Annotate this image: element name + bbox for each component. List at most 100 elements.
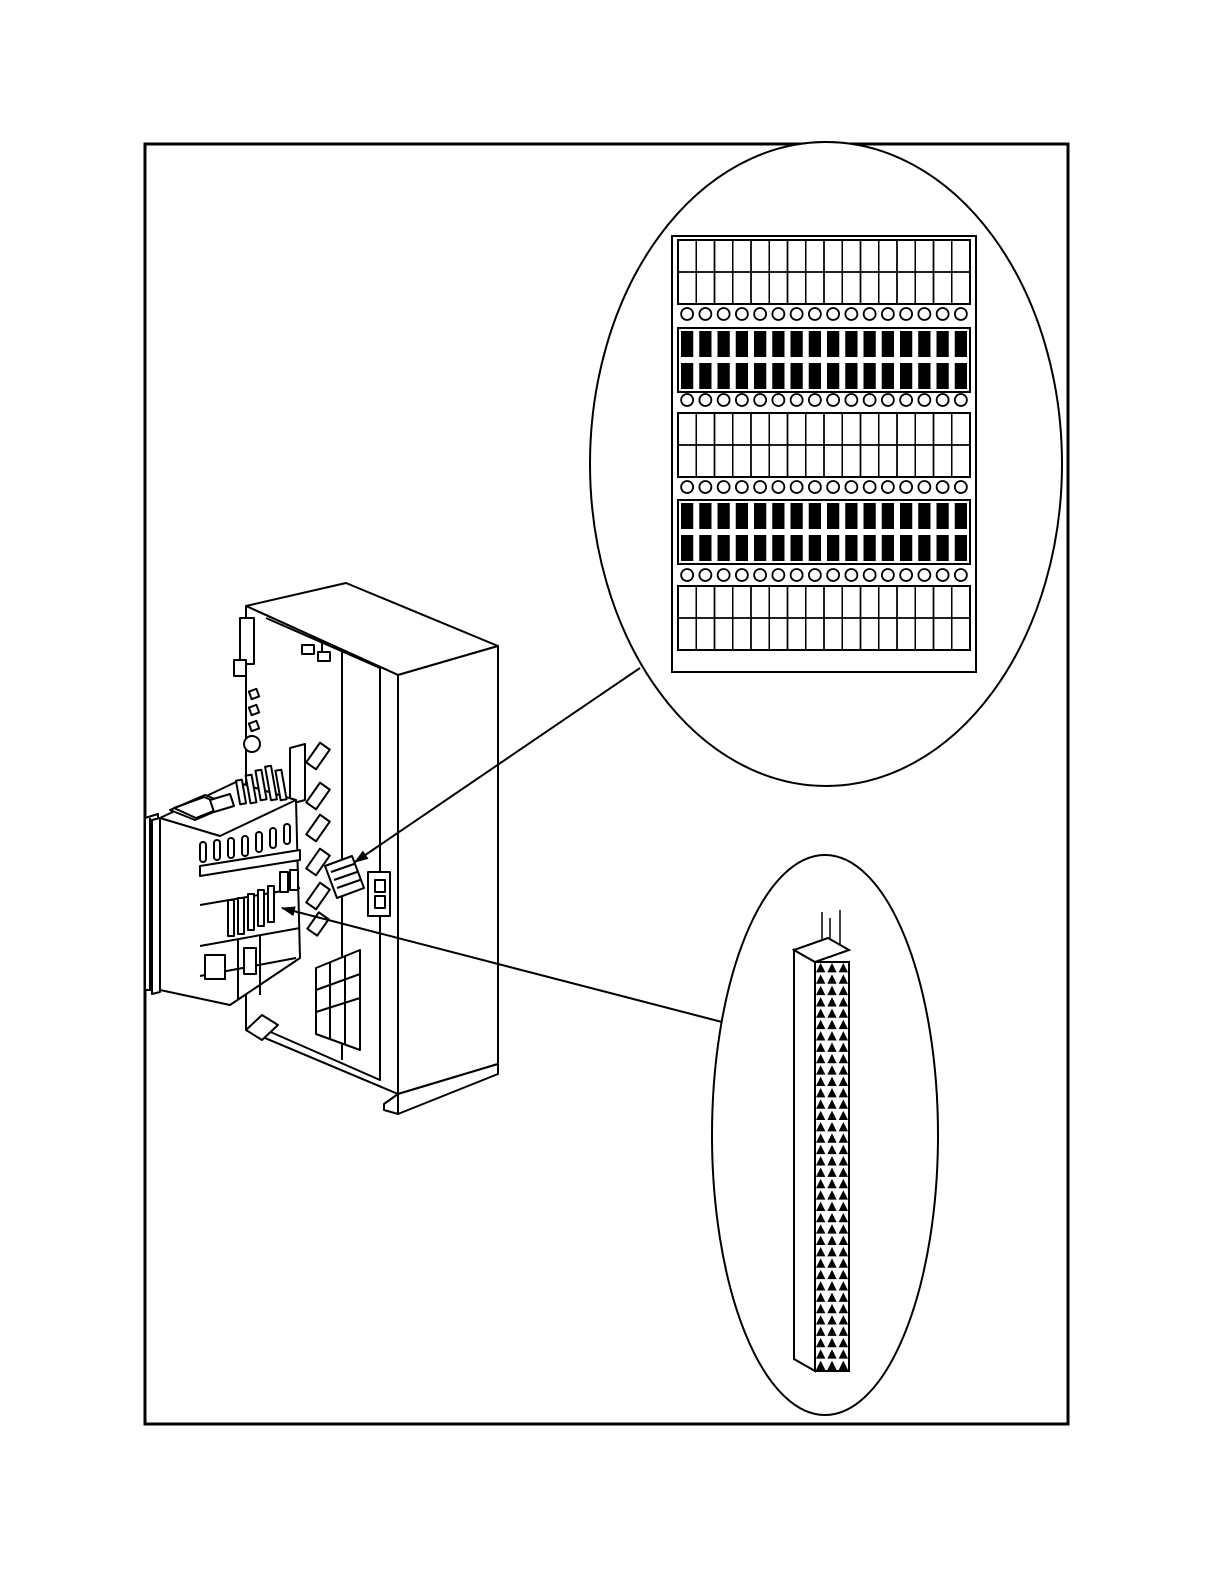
terminal-cell-filled [736, 535, 748, 561]
indicator-circle [882, 569, 894, 581]
indicator-circle [937, 481, 949, 493]
terminal-cell-filled [718, 331, 730, 357]
terminal-cell-filled [809, 535, 821, 561]
terminal-cell-filled [791, 503, 803, 529]
indicator-circle [681, 394, 693, 406]
indicator-circle [900, 481, 912, 493]
indicator-circle [864, 569, 876, 581]
terminal-cell-filled [736, 331, 748, 357]
terminal-cell-filled [699, 363, 711, 389]
terminal-cell-filled [864, 331, 876, 357]
terminal-cell-filled [827, 363, 839, 389]
pin-connector-strip [794, 910, 849, 1371]
terminal-cell-filled [845, 503, 857, 529]
cabinet-side [398, 646, 498, 1094]
indicator-circle [864, 394, 876, 406]
terminal-cell-filled [845, 363, 857, 389]
terminal-cell-filled [827, 331, 839, 357]
terminal-cell-filled [754, 503, 766, 529]
indicator-circle [754, 394, 766, 406]
indicator-circle [937, 394, 949, 406]
indicator-circle [699, 308, 711, 320]
indicator-circle [718, 569, 730, 581]
indicator-circle [827, 394, 839, 406]
indicator-circle [845, 481, 857, 493]
terminal-cell-filled [754, 331, 766, 357]
indicator-circle [736, 394, 748, 406]
indicator-circle [864, 481, 876, 493]
connector-side-face [794, 950, 815, 1371]
indicator-circle [827, 569, 839, 581]
indicator-circle [699, 569, 711, 581]
terminal-cell-filled [736, 363, 748, 389]
indicator-circle [772, 481, 784, 493]
terminal-cell-filled [718, 363, 730, 389]
terminal-cell-filled [918, 331, 930, 357]
terminal-cell-filled [918, 503, 930, 529]
terminal-cell-filled [699, 535, 711, 561]
terminal-cell-filled [699, 503, 711, 529]
indicator-circle [937, 308, 949, 320]
terminal-cell-filled [900, 363, 912, 389]
indicator-circle [918, 394, 930, 406]
indicator-circle [772, 308, 784, 320]
indicator-circle [718, 481, 730, 493]
indicator-circle [918, 308, 930, 320]
indicator-circle [900, 308, 912, 320]
terminal-cell-filled [754, 363, 766, 389]
indicator-circle [845, 308, 857, 320]
terminal-cell-filled [918, 363, 930, 389]
indicator-circle [754, 569, 766, 581]
terminal-cell-filled [809, 363, 821, 389]
terminal-cell-filled [809, 503, 821, 529]
terminal-cell-filled [937, 331, 949, 357]
indicator-circle [791, 308, 803, 320]
indicator-circle [699, 394, 711, 406]
indicator-circle [754, 308, 766, 320]
terminal-cell-filled [718, 535, 730, 561]
terminal-cell-filled [809, 331, 821, 357]
terminal-cell-filled [699, 331, 711, 357]
terminal-cell-filled [772, 535, 784, 561]
indicator-circle [681, 481, 693, 493]
terminal-cell-filled [772, 363, 784, 389]
terminal-cell-filled [864, 363, 876, 389]
terminal-cell-filled [754, 535, 766, 561]
terminal-cell-filled [900, 503, 912, 529]
terminal-cell-filled [900, 331, 912, 357]
indicator-circle [955, 481, 967, 493]
indicator-circle [699, 481, 711, 493]
terminal-cell-filled [882, 363, 894, 389]
indicator-circle [900, 394, 912, 406]
indicator-circle [772, 394, 784, 406]
terminal-cell-filled [900, 535, 912, 561]
indicator-circle [736, 569, 748, 581]
indicator-circle [827, 308, 839, 320]
terminal-cell-filled [882, 535, 894, 561]
indicator-circle [718, 394, 730, 406]
terminal-cell-filled [681, 331, 693, 357]
terminal-cell-filled [845, 535, 857, 561]
terminal-cell-filled [864, 535, 876, 561]
indicator-circle [718, 308, 730, 320]
indicator-circle [791, 394, 803, 406]
indicator-circle [681, 569, 693, 581]
indicator-circle [791, 481, 803, 493]
terminal-cell-filled [791, 363, 803, 389]
terminal-cell-filled [845, 331, 857, 357]
indicator-circle [918, 569, 930, 581]
indicator-circle [772, 569, 784, 581]
indicator-circle [937, 569, 949, 581]
terminal-cell-filled [827, 535, 839, 561]
indicator-circle [827, 481, 839, 493]
terminal-cell-filled [937, 535, 949, 561]
indicator-circle [809, 481, 821, 493]
terminal-cell-filled [681, 535, 693, 561]
terminal-cell-filled [955, 331, 967, 357]
indicator-circle [845, 569, 857, 581]
terminal-cell-filled [937, 503, 949, 529]
terminal-cell-filled [955, 363, 967, 389]
indicator-circle [736, 308, 748, 320]
terminal-cell-filled [791, 535, 803, 561]
terminal-cell-filled [864, 503, 876, 529]
